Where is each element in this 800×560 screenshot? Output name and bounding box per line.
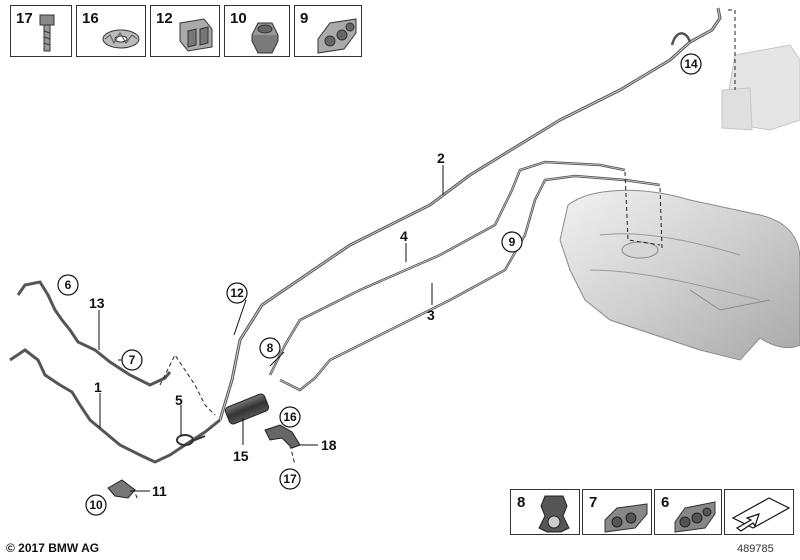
part-box-10[interactable]: 10 [224, 5, 290, 57]
pipe-1 [9, 348, 221, 464]
callout-1: 1 [94, 379, 102, 395]
single-clip-icon [538, 495, 570, 533]
diagram-id: 489785 [737, 543, 774, 555]
callout-9: 9 [509, 235, 516, 249]
part-number: 16 [82, 10, 99, 27]
pipe-holder-icon [604, 503, 648, 533]
part-box-12[interactable]: 12 [150, 5, 220, 57]
part-box-7[interactable]: 7 [582, 489, 652, 535]
hex-nut-icon [251, 22, 279, 54]
callout-14: 14 [684, 57, 698, 71]
part-box-9[interactable]: 9 [294, 5, 362, 57]
callout-12: 12 [230, 286, 244, 300]
callout-5: 5 [175, 392, 183, 408]
fuel-filter [224, 393, 270, 425]
part-number: 6 [661, 494, 670, 511]
callout-4: 4 [400, 228, 408, 244]
fuel-tank [559, 189, 800, 361]
pipe-clip-icon [179, 18, 213, 52]
callout-16: 16 [283, 410, 297, 424]
part-box-6[interactable]: 6 [654, 489, 722, 535]
callout-17: 17 [283, 472, 297, 486]
callout-11: 11 [152, 483, 167, 499]
callout-2: 2 [437, 150, 445, 166]
carbon-canister [721, 44, 800, 131]
part-number: 7 [589, 494, 598, 511]
part-number: 9 [300, 10, 309, 27]
hose-clamp [176, 434, 206, 446]
callout-10: 10 [89, 498, 103, 512]
spring-washer-icon [102, 29, 140, 49]
callout-18: 18 [321, 437, 337, 453]
part-box-8[interactable]: 8 [510, 489, 580, 535]
callout-13: 13 [89, 295, 105, 311]
callout-6: 6 [65, 278, 72, 292]
pipe-holder-icon [674, 501, 716, 533]
bolt-icon [39, 14, 55, 52]
pipe-13 [16, 280, 172, 387]
pipe-holder-11 [107, 479, 136, 499]
callout-15: 15 [233, 448, 249, 464]
part-number: 17 [16, 10, 33, 27]
part-box-16[interactable]: 16 [76, 5, 146, 57]
part-number: 12 [156, 10, 173, 27]
arrow-legend-box[interactable] [724, 489, 794, 535]
circled-callouts [57, 53, 702, 516]
callout-labels: 2 4 3 1 5 13 15 18 11 [89, 150, 445, 499]
part-number: 10 [230, 10, 247, 27]
arrow-icon [731, 497, 791, 532]
double-pipe-holder-icon [317, 18, 357, 54]
callout-3: 3 [427, 307, 435, 323]
part-box-17[interactable]: 17 [10, 5, 72, 57]
callout-8: 8 [267, 341, 274, 355]
part-number: 8 [517, 494, 526, 511]
copyright-text: © 2017 BMW AG [6, 541, 100, 555]
callout-7: 7 [129, 353, 136, 367]
filter-bracket [264, 424, 301, 449]
